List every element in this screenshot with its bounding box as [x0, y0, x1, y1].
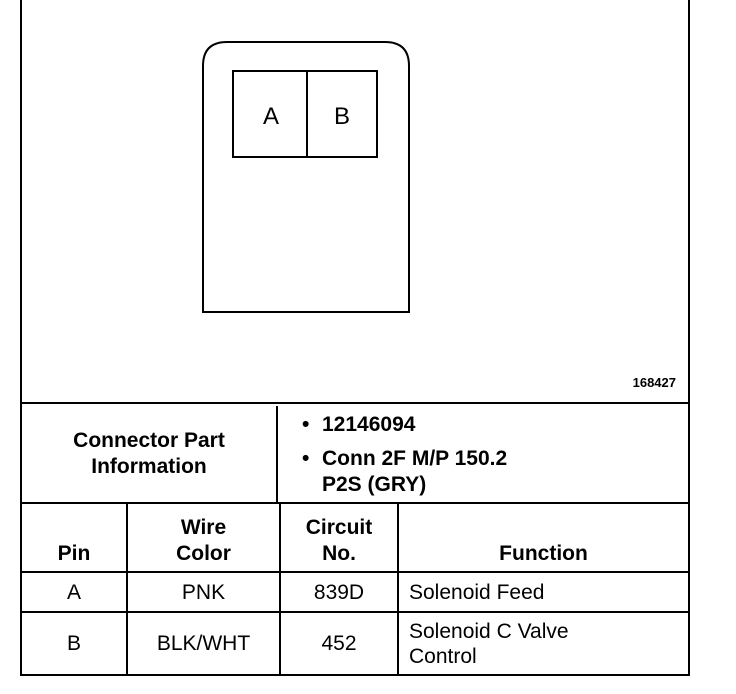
- connector-description-item: Conn 2F M/P 150.2 P2S (GRY): [302, 446, 688, 498]
- connector-housing: [202, 41, 410, 313]
- header-pin: Pin: [22, 504, 128, 573]
- part-number-item: 12146094: [302, 412, 688, 438]
- cell-function-line1: Solenoid C Valve: [409, 619, 569, 643]
- connector-part-info-label-line2: Information: [91, 455, 207, 478]
- header-function: Function: [397, 504, 688, 573]
- pin-function-table: Pin Wire Color Circuit No. Function A PN…: [22, 504, 688, 674]
- cell-wire-color: PNK: [126, 571, 281, 613]
- cell-circuit: 452: [279, 611, 399, 674]
- header-circuit-line1: Circuit: [305, 516, 373, 539]
- pin-label-b: B: [334, 103, 350, 130]
- cell-pin: B: [22, 611, 128, 674]
- part-number-text: 12146094: [322, 413, 416, 436]
- connector-face-drawing: A B: [202, 41, 410, 313]
- table-header-row: Pin Wire Color Circuit No. Function: [22, 504, 688, 573]
- header-circuit-line2: No.: [322, 542, 356, 565]
- connector-diagram: A B 168427: [22, 0, 688, 404]
- connector-part-info-label-line1: Connector Part: [73, 429, 225, 452]
- cell-circuit: 839D: [279, 571, 399, 613]
- figure-reference-number: 168427: [632, 375, 676, 390]
- header-wire-color-line2: Color: [176, 542, 231, 565]
- table-row: B BLK/WHT 452 Solenoid C Valve Control: [22, 611, 688, 674]
- header-wire-color-line1: Wire: [180, 516, 227, 539]
- pin-label-a: A: [263, 103, 279, 130]
- table-row: A PNK 839D Solenoid Feed: [22, 571, 688, 613]
- cell-pin: A: [22, 571, 128, 613]
- cell-wire-color: BLK/WHT: [126, 611, 281, 674]
- connector-part-info-label: Connector Part Information: [22, 406, 278, 502]
- header-function-text: Function: [499, 542, 588, 565]
- cell-function-line2: Control: [409, 644, 477, 668]
- connector-part-info-list: 12146094 Conn 2F M/P 150.2 P2S (GRY): [280, 406, 688, 502]
- header-wire-color: Wire Color: [126, 504, 281, 573]
- header-circuit-no: Circuit No.: [279, 504, 399, 573]
- connector-sheet: A B 168427 Connector Part Information 12…: [20, 0, 690, 676]
- pin-cavity-b: [306, 70, 378, 158]
- connector-description-line2: P2S (GRY): [322, 473, 427, 496]
- cell-function: Solenoid Feed: [397, 571, 688, 613]
- header-pin-text: Pin: [57, 542, 91, 565]
- connector-description-line1: Conn 2F M/P 150.2: [322, 447, 508, 470]
- cell-function-line1: Solenoid Feed: [409, 580, 545, 604]
- connector-part-info-row: Connector Part Information 12146094 Conn…: [22, 406, 688, 504]
- cell-function: Solenoid C Valve Control: [397, 611, 688, 674]
